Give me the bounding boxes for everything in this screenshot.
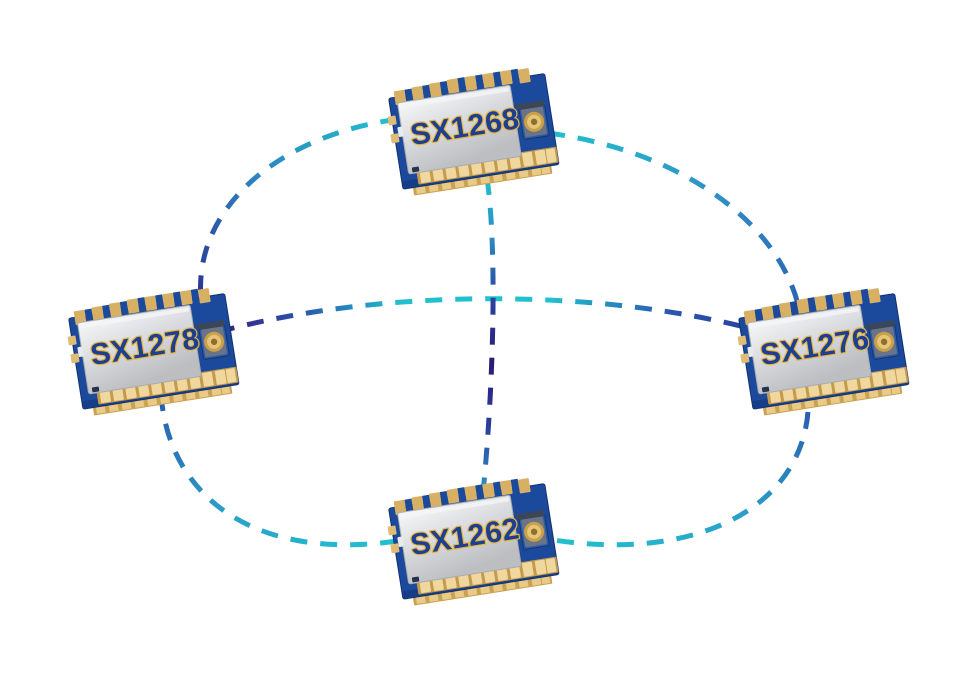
pin-row-top bbox=[393, 68, 531, 106]
module-sx1278[interactable]: SX1278 bbox=[58, 278, 268, 438]
pin-row-left bbox=[387, 525, 400, 554]
pin-row-left bbox=[67, 335, 80, 364]
smd-components bbox=[397, 536, 420, 583]
pin-row-top bbox=[73, 288, 211, 326]
link-sx1262-sx1278 bbox=[159, 403, 398, 548]
pin-slots-top bbox=[84, 288, 200, 323]
pin-slots-top bbox=[404, 478, 520, 513]
ufl-connector-icon bbox=[513, 510, 550, 550]
module-sx1262[interactable]: SX1262 bbox=[378, 468, 588, 628]
link-sx1268-sx1276 bbox=[547, 130, 805, 327]
smd-components bbox=[397, 126, 420, 173]
link-sx1278-sx1276 bbox=[217, 296, 757, 335]
ufl-connector-icon bbox=[863, 320, 900, 360]
module-sx1276-graphic: SX1276 bbox=[737, 288, 910, 416]
link-sx1268-sx1262 bbox=[474, 177, 496, 547]
pin-slots-top bbox=[754, 288, 870, 323]
pin-row-top bbox=[393, 478, 531, 516]
pin-row-left bbox=[387, 115, 400, 144]
link-sx1276-sx1262 bbox=[552, 411, 811, 548]
pin-slots-top bbox=[404, 68, 520, 103]
module-sx1278-graphic: SX1278 bbox=[67, 288, 240, 416]
rf-shield-can bbox=[397, 494, 522, 585]
smd-components bbox=[747, 346, 770, 393]
module-sx1276[interactable]: SX1276 bbox=[728, 278, 938, 438]
pin-row-left bbox=[737, 335, 750, 364]
smd-components bbox=[77, 346, 100, 393]
module-sx1268[interactable]: SX1268 bbox=[378, 58, 588, 218]
rf-shield-can bbox=[397, 84, 522, 175]
module-sx1268-graphic: SX1268 bbox=[387, 68, 560, 196]
rf-shield-can bbox=[77, 304, 202, 395]
rf-shield-can bbox=[747, 304, 872, 395]
module-sx1262-graphic: SX1262 bbox=[387, 478, 560, 606]
ufl-connector-icon bbox=[513, 100, 550, 140]
link-sx1278-sx1268 bbox=[198, 117, 393, 323]
pin-row-top bbox=[743, 288, 881, 326]
ufl-connector-icon bbox=[193, 320, 230, 360]
